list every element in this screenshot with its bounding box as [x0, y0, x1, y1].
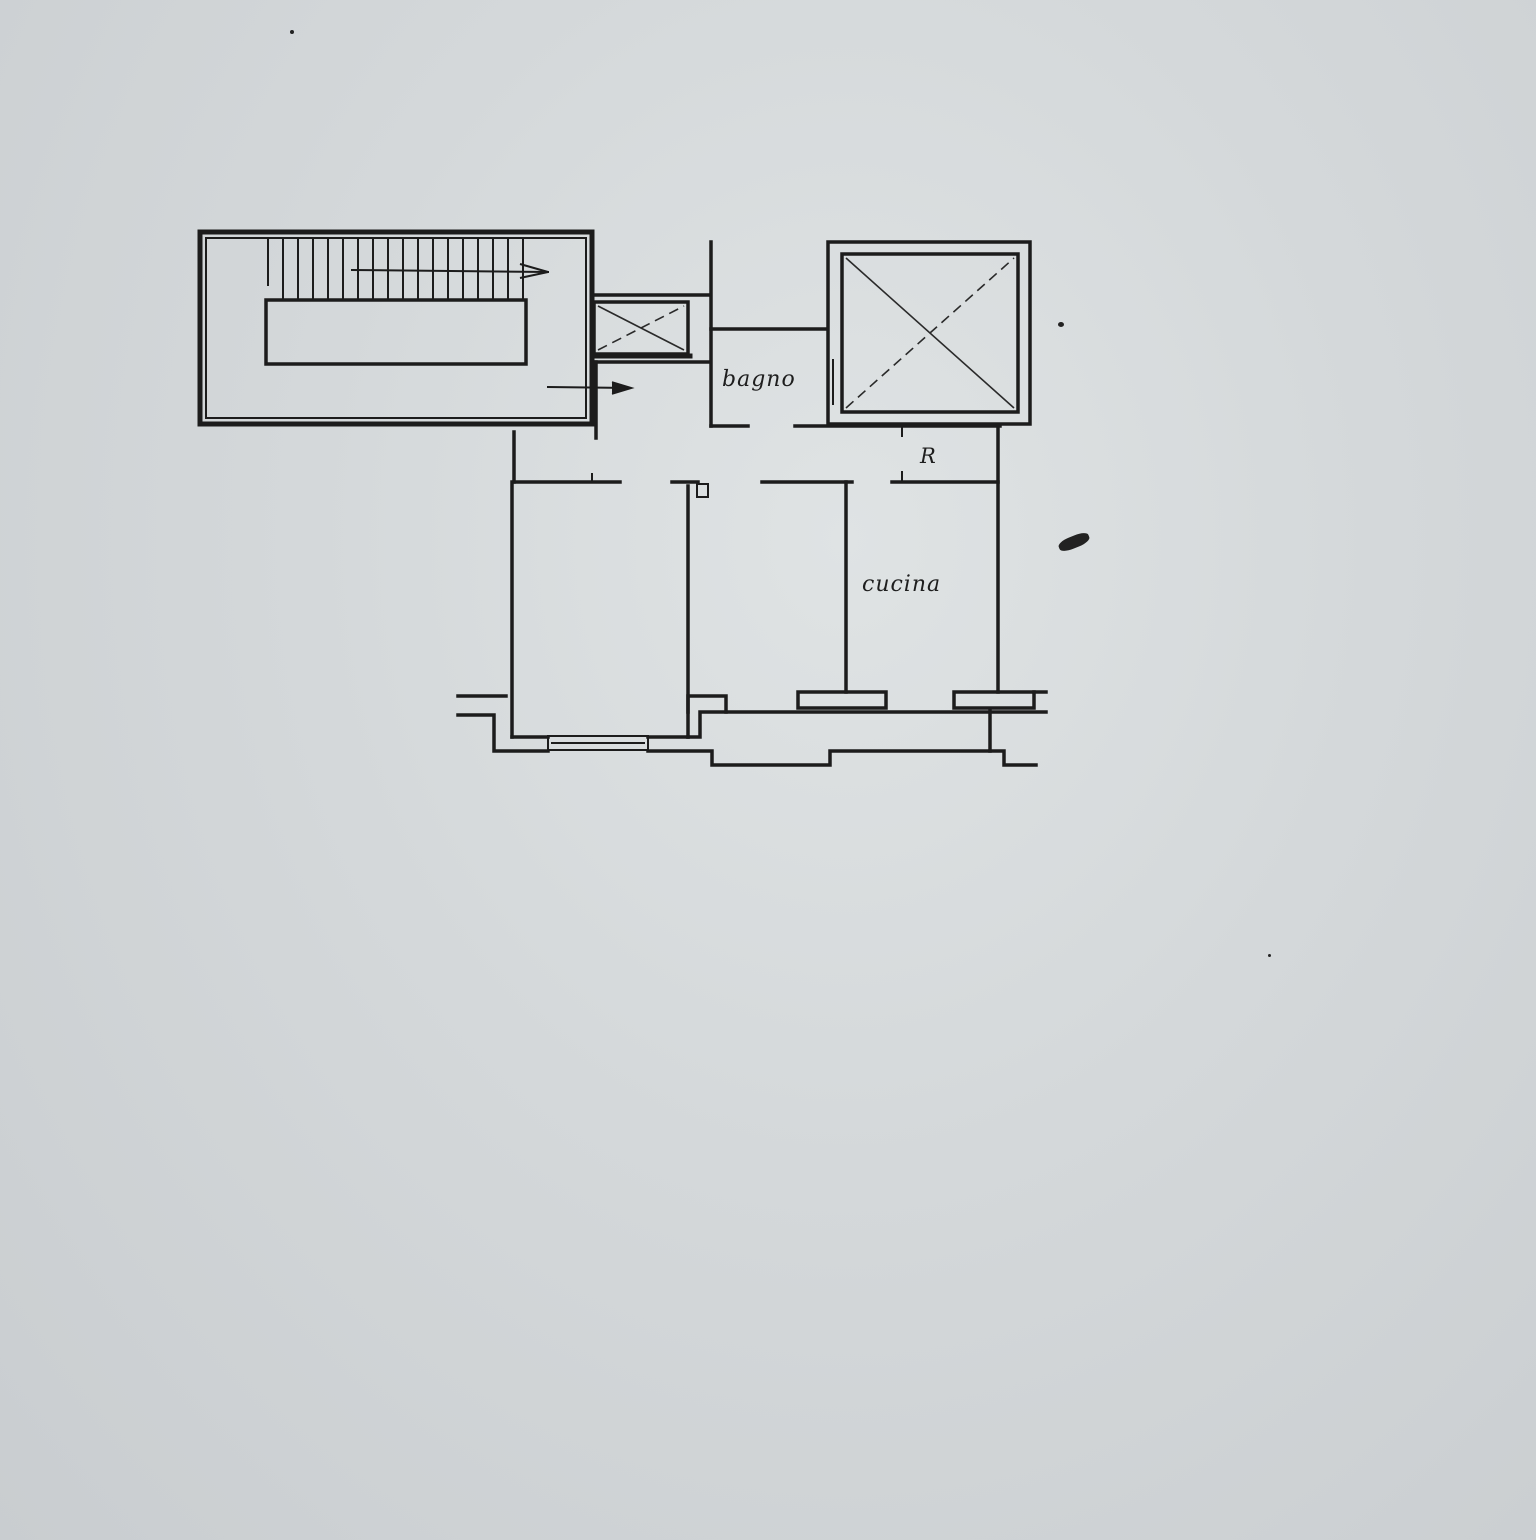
entry-arrow-icon — [546, 381, 635, 395]
room-label-kitchen: cucina — [862, 572, 942, 597]
room-label-bathroom: bagno — [722, 367, 796, 392]
paper-speck — [290, 30, 294, 34]
room-label-closet: R — [920, 444, 937, 468]
lower-rooms-walls — [510, 480, 848, 739]
paper-speck — [1268, 954, 1271, 957]
elevator-shaft — [826, 240, 1032, 426]
stairwell — [197, 229, 595, 427]
bathroom-walls — [709, 240, 1002, 428]
corridor-walls — [512, 424, 1000, 694]
paper-speck — [1058, 322, 1064, 327]
facade-walls — [456, 690, 1048, 767]
stair-direction-arrow-icon — [350, 263, 550, 279]
small-shaft — [590, 293, 712, 440]
